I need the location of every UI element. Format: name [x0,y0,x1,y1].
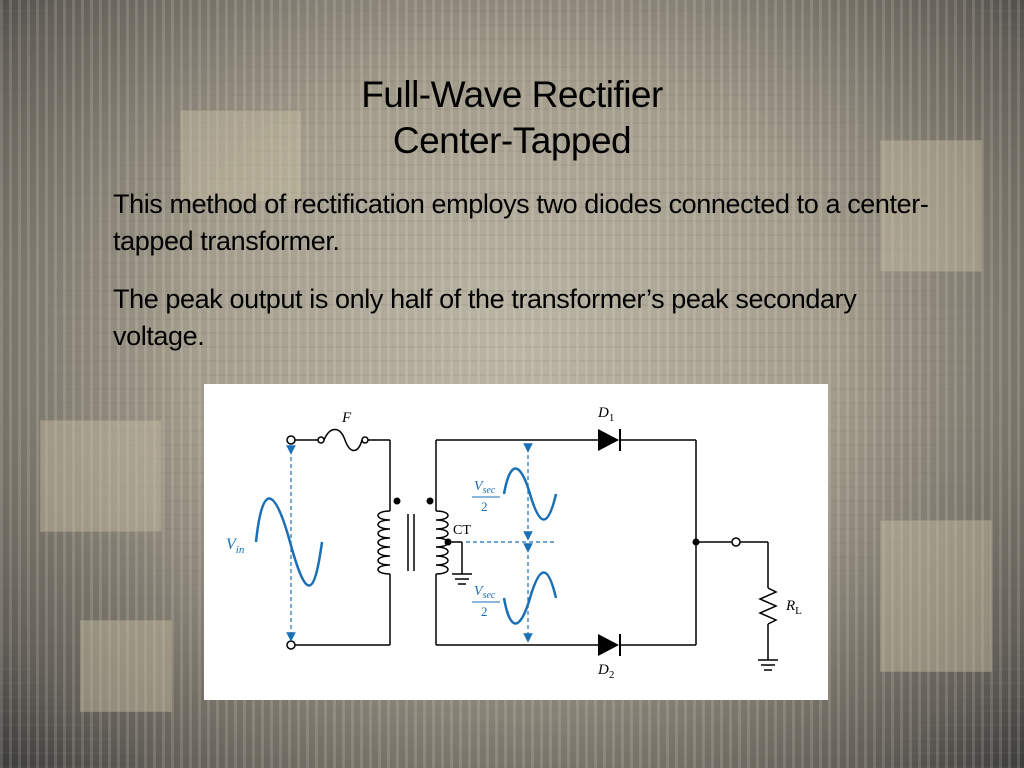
background-chip [880,140,982,272]
load-resistor [758,587,778,625]
background-chip [80,620,172,712]
primary-dot [393,497,401,505]
ground-symbol-load [758,659,778,671]
body-paragraph-1: This method of rectification employs two… [113,189,929,256]
d1-label: D1 [597,405,614,424]
svg-text:2: 2 [481,499,488,514]
vsec-bottom-waveform [502,571,558,625]
diode-d1 [598,429,621,451]
rectifier-circuit-diagram: F CT D1 D2 [204,384,828,700]
input-terminal-bottom [286,640,296,650]
svg-text:Vsec: Vsec [474,584,496,601]
vin-label: Vin [226,536,245,556]
center-tap-label: CT [453,523,471,538]
slide-title: Full-Wave Rectifier Center-Tapped [0,72,1024,164]
vsec-bottom-label: Vsec 2 [472,584,500,619]
svg-text:Vsec: Vsec [474,479,496,496]
input-terminal-top [286,435,296,445]
vin-waveform [254,497,324,587]
title-line-2: Center-Tapped [392,120,632,161]
vsec-top-label: Vsec 2 [472,479,500,514]
primary-winding [377,510,391,575]
vsec-top-waveform [502,467,558,521]
d2-label: D2 [597,662,614,681]
title-line-1: Full-Wave Rectifier [361,74,663,115]
fuse-label: F [341,410,352,426]
diode-d2 [598,634,621,656]
svg-text:2: 2 [481,604,488,619]
background-chip [40,420,162,532]
fuse-symbol [295,428,390,452]
secondary-dot [426,497,434,505]
background-chip [880,520,992,672]
circuit-svg: F CT D1 D2 [226,405,802,681]
ground-symbol-ct [452,573,472,585]
rl-label: RL [785,598,802,617]
background-chip [180,110,302,202]
output-terminal [731,537,741,547]
body-paragraph-2: The peak output is only half of the tran… [113,284,857,351]
